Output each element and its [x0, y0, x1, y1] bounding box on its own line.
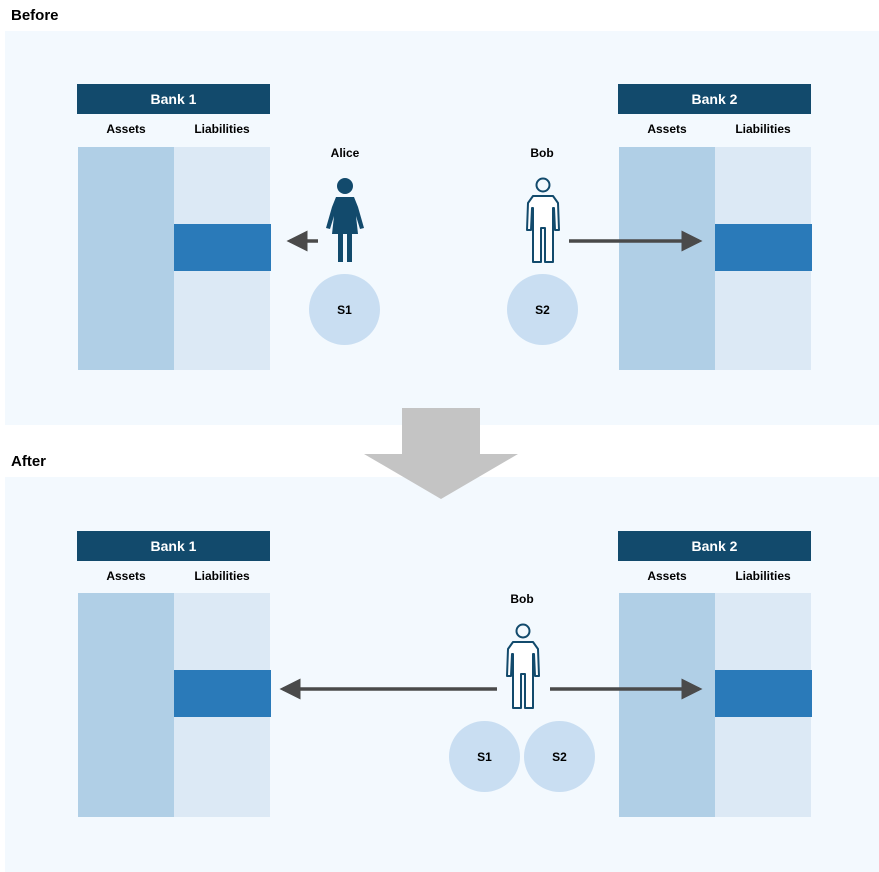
- after-token-s1: S1: [449, 721, 520, 792]
- before-bank1-assets-label: Assets: [106, 122, 146, 136]
- before-bank2-title: Bank 2: [618, 84, 811, 114]
- transition-down-arrow: [364, 408, 518, 499]
- after-bank1-liabilities-label: Liabilities: [194, 569, 250, 583]
- after-bank2-assets-column: [619, 593, 715, 817]
- after-bank1-assets-label: Assets: [106, 569, 146, 583]
- before-bank1-alice-deposit: [174, 224, 271, 271]
- after-bank2-title: Bank 2: [618, 531, 811, 561]
- before-bob-label: Bob: [530, 146, 554, 160]
- before-bob-person-icon: [526, 177, 560, 263]
- after-section-label: After: [11, 453, 47, 470]
- after-bob-person-icon: [506, 623, 540, 709]
- alice-person-icon: [326, 178, 364, 262]
- before-bank2-bob-deposit: [715, 224, 812, 271]
- before-bank2-assets-column: [619, 147, 715, 370]
- before-bank2-assets-label: Assets: [647, 122, 687, 136]
- before-bank1-assets-column: [78, 147, 174, 370]
- after-bank1-title: Bank 1: [77, 531, 270, 561]
- before-section-label: Before: [11, 7, 59, 24]
- alice-label: Alice: [330, 146, 360, 160]
- before-bank2-liabilities-label: Liabilities: [735, 122, 791, 136]
- after-bob-label: Bob: [510, 592, 534, 606]
- after-bank1-bob-deposit: [174, 670, 271, 717]
- after-bank1-assets-column: [78, 593, 174, 817]
- after-bank2-bob-deposit: [715, 670, 812, 717]
- before-token-s1: S1: [309, 274, 380, 345]
- before-token-s2: S2: [507, 274, 578, 345]
- after-bank2-assets-label: Assets: [647, 569, 687, 583]
- after-bank2-liabilities-label: Liabilities: [735, 569, 791, 583]
- before-bank1-title: Bank 1: [77, 84, 270, 114]
- after-token-s2: S2: [524, 721, 595, 792]
- before-bank1-liabilities-label: Liabilities: [194, 122, 250, 136]
